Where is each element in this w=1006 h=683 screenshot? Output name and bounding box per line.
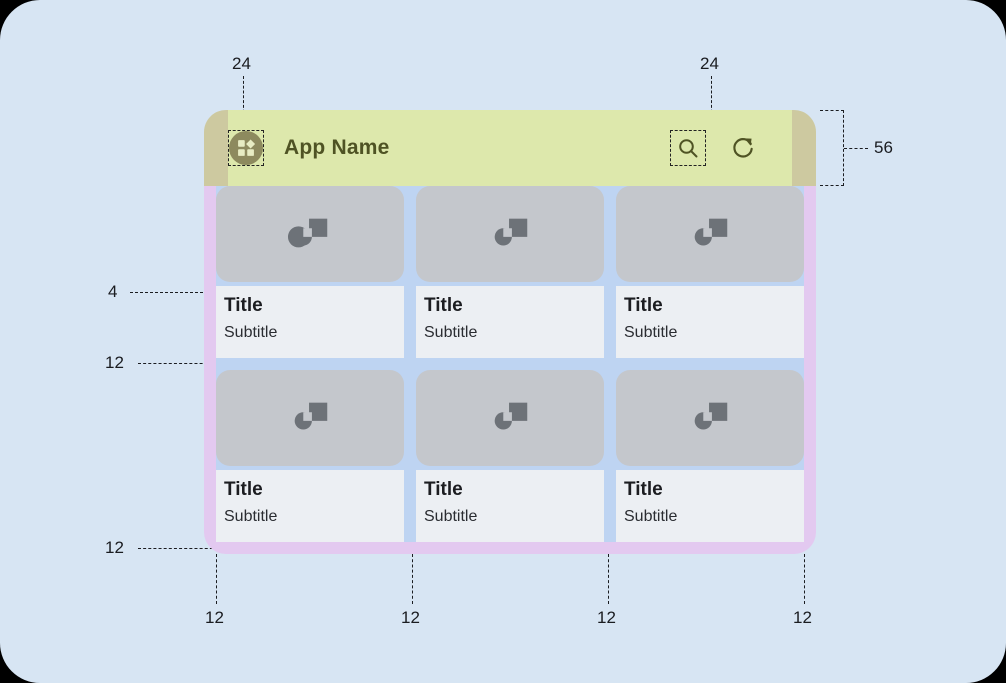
leader-line-appbar-height [844, 148, 868, 149]
card-body: Title Subtitle [616, 286, 804, 358]
card-title: Title [424, 479, 463, 500]
card-media [216, 186, 404, 282]
card-title: Title [624, 479, 663, 500]
widgets-icon [229, 131, 263, 165]
card-title: Title [224, 479, 263, 500]
card-grid: Title Subtitle Title Subtitle [216, 186, 804, 542]
app-bar-actions [670, 130, 816, 166]
annotation-appbar-height: 56 [874, 138, 893, 157]
card-title: Title [624, 295, 663, 316]
card[interactable]: Title Subtitle [216, 186, 404, 358]
leader-line-col-edge-4 [804, 554, 805, 604]
annotation-bottom-padding: 12 [105, 538, 124, 557]
annotation-menu-icon-size: 24 [232, 54, 251, 73]
image-placeholder-icon [287, 218, 328, 248]
image-placeholder-icon [494, 402, 528, 430]
refresh-icon [733, 138, 753, 158]
card-media-text-gap [416, 466, 604, 470]
leader-line-bottom-padding [138, 548, 218, 549]
card-body: Title Subtitle [416, 286, 604, 358]
leader-line-media-text-gap [130, 292, 218, 293]
card[interactable]: Title Subtitle [216, 370, 404, 542]
leader-line-col-edge-3 [608, 554, 609, 604]
card[interactable]: Title Subtitle [616, 186, 804, 358]
bracket-appbar-height [820, 110, 844, 186]
annotation-col-edge-2: 12 [401, 608, 420, 627]
app-bar: App Name [204, 110, 816, 186]
image-placeholder-icon [694, 218, 728, 246]
annotation-search-icon-size: 24 [700, 54, 719, 73]
image-placeholder-icon [694, 402, 728, 430]
card-media [416, 186, 604, 282]
card[interactable]: Title Subtitle [416, 186, 604, 358]
image-placeholder-icon [294, 402, 328, 430]
search-button[interactable] [670, 130, 706, 166]
card[interactable]: Title Subtitle [616, 370, 804, 542]
menu-button[interactable] [228, 130, 264, 166]
card-media-text-gap [616, 282, 804, 286]
leader-line-col-edge-1 [216, 554, 217, 604]
card-body: Title Subtitle [216, 286, 404, 358]
image-placeholder-icon [494, 218, 528, 246]
annotation-col-edge-1: 12 [205, 608, 224, 627]
card-body: Title Subtitle [416, 470, 604, 542]
card-subtitle: Subtitle [624, 323, 678, 341]
page-title: App Name [284, 136, 390, 159]
card-media-text-gap [616, 466, 804, 470]
card-media-text-gap [216, 282, 404, 286]
card-body: Title Subtitle [616, 470, 804, 542]
leader-line-col-edge-2 [412, 554, 413, 604]
annotation-col-edge-3: 12 [597, 608, 616, 627]
app-bar-inner [228, 110, 792, 186]
card-subtitle: Subtitle [224, 323, 278, 341]
annotation-col-edge-4: 12 [793, 608, 812, 627]
annotation-media-text-gap: 4 [108, 282, 118, 301]
card-subtitle: Subtitle [424, 507, 478, 525]
card[interactable]: Title Subtitle [416, 370, 604, 542]
card-media-text-gap [416, 282, 604, 286]
card-subtitle: Subtitle [624, 507, 678, 525]
leader-line-search-icon [711, 76, 712, 132]
app-mock: App Name [204, 110, 816, 554]
card-title: Title [224, 295, 263, 316]
card-title: Title [424, 295, 463, 316]
card-media-text-gap [216, 466, 404, 470]
search-icon [679, 139, 698, 158]
card-subtitle: Subtitle [224, 507, 278, 525]
card-media [616, 186, 804, 282]
card-media [616, 370, 804, 466]
refresh-button[interactable] [728, 133, 758, 163]
leader-line-menu-icon [243, 76, 244, 132]
card-subtitle: Subtitle [424, 323, 478, 341]
card-media [416, 370, 604, 466]
leader-line-row-gap [138, 363, 218, 364]
app-bar-content: App Name [228, 110, 816, 186]
card-body: Title Subtitle [216, 470, 404, 542]
annotation-row-gap: 12 [105, 353, 124, 372]
card-media [216, 370, 404, 466]
